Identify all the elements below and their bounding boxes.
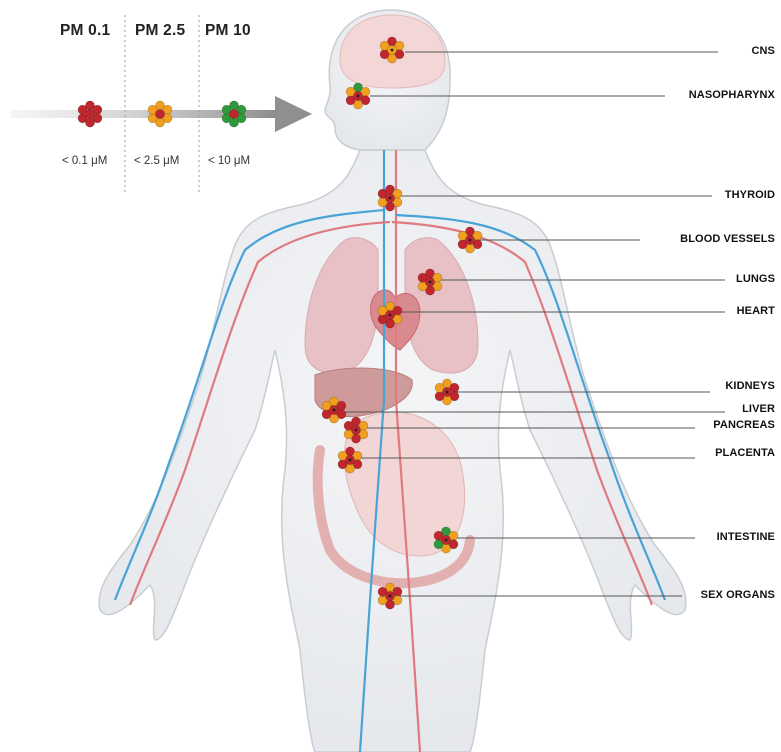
label-kidneys: KIDNEYS: [725, 380, 775, 392]
cluster-lungs-core: [429, 281, 432, 284]
pm01-size: < 0.1 μM: [62, 155, 107, 167]
cluster-nasopharynx-core: [357, 95, 360, 98]
cluster-intestine-core: [445, 539, 448, 542]
cluster-pancreas-core: [355, 429, 358, 432]
pm01-label: PM 0.1: [60, 22, 110, 40]
legend-cluster-pm10: [222, 101, 246, 127]
pm25-label: PM 2.5: [135, 22, 185, 40]
label-thyroid: THYROID: [725, 189, 775, 201]
cluster-thyroid-core: [389, 197, 392, 200]
label-intestine: INTESTINE: [717, 531, 775, 543]
label-placenta: PLACENTA: [715, 447, 775, 459]
cluster-heart-core: [389, 314, 392, 317]
cluster-kidneys-core: [446, 391, 449, 394]
cluster-sex-organs-core: [389, 595, 392, 598]
pm10-size: < 10 μM: [208, 155, 250, 167]
label-cns: CNS: [751, 45, 775, 57]
legend-cluster-pm25-particle: [155, 109, 164, 118]
pm10-label: PM 10: [205, 22, 251, 40]
label-liver: LIVER: [742, 403, 775, 415]
pm25-size: < 2.5 μM: [134, 155, 179, 167]
label-blood-vessels: BLOOD VESSELS: [680, 233, 775, 245]
cluster-cns-core: [391, 49, 394, 52]
legend-cluster-pm10-particle: [229, 109, 238, 118]
label-sex-organs: SEX ORGANS: [701, 589, 775, 601]
legend-cluster-pm25: [148, 101, 172, 127]
cluster-placenta-core: [349, 459, 352, 462]
legend-cluster-pm01-particle: [85, 109, 94, 118]
label-lungs: LUNGS: [736, 273, 775, 285]
label-heart: HEART: [737, 305, 775, 317]
label-nasopharynx: NASOPHARYNX: [689, 89, 775, 101]
cluster-liver-core: [333, 409, 336, 412]
legend-cluster-pm01: [78, 101, 102, 127]
cluster-blood-vessels-core: [469, 239, 472, 242]
arrow-head: [275, 96, 312, 132]
label-pancreas: PANCREAS: [713, 419, 775, 431]
